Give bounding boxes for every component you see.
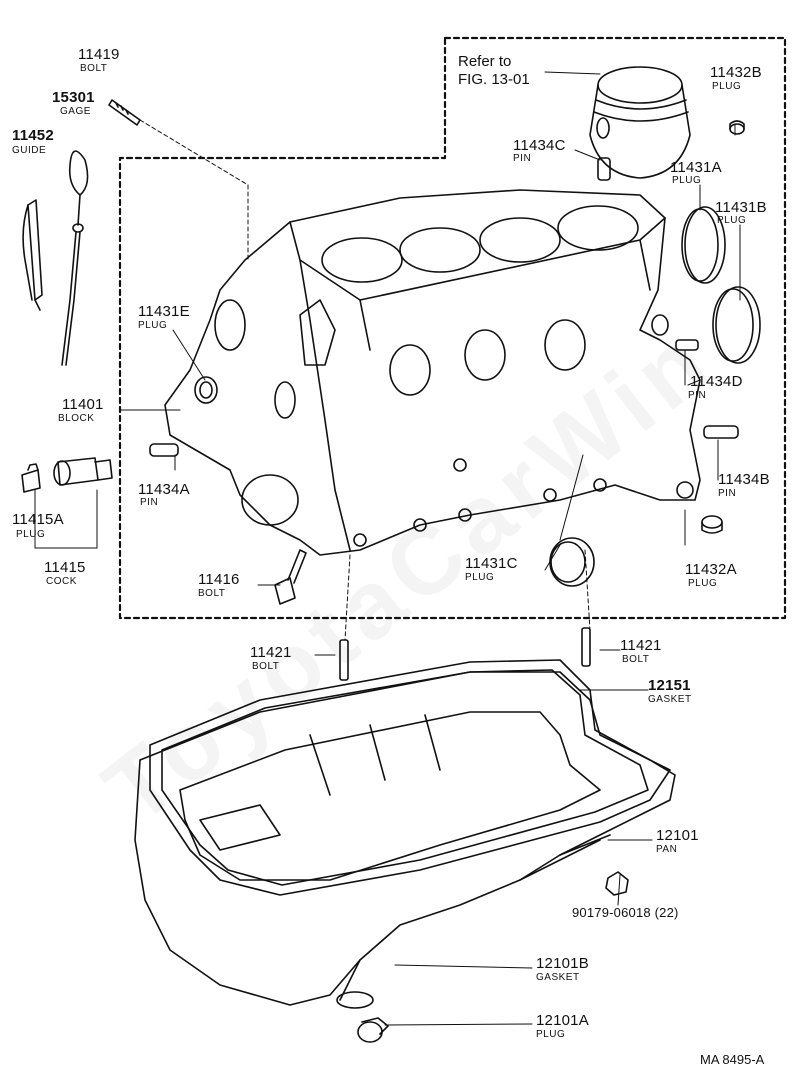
callout-11431B-name: PLUG <box>717 215 747 226</box>
dipstick-guide <box>22 199 43 311</box>
stud-bolt-11421-left <box>339 639 349 681</box>
dipstick-gage <box>61 150 89 366</box>
plug-11431C <box>549 537 595 587</box>
callout-11434A-name: PIN <box>140 497 159 508</box>
cylinder-block <box>164 189 701 556</box>
pin-11434A <box>149 443 179 457</box>
callout-11416-name: BOLT <box>198 588 226 599</box>
plug-11431B <box>712 286 761 364</box>
drain-plug-12101A <box>357 1017 389 1043</box>
callout-11434C-name: PIN <box>513 153 532 164</box>
pin-11434B <box>703 425 739 439</box>
drain-cock-11415 <box>53 457 113 486</box>
plug-11431E <box>194 376 218 404</box>
callout-11401-number: 11401 <box>62 396 104 413</box>
plug-11431A <box>681 206 726 284</box>
callout-15301-name: GAGE <box>60 106 91 117</box>
callout-11431E-name: PLUG <box>138 320 168 331</box>
callout-12101A-number: 12101A <box>536 1012 589 1029</box>
piston <box>589 66 691 179</box>
callout-11421-left-number: 11421 <box>250 644 292 661</box>
callout-11431C-number: 11431C <box>465 555 518 572</box>
callout-11434B-name: PIN <box>718 488 737 499</box>
callout-12101B-name: GASKET <box>536 972 580 983</box>
plug-11415A <box>21 463 41 493</box>
callout-11434A-number: 11434A <box>138 481 190 498</box>
callout-11434C-number: 11434C <box>513 137 566 154</box>
callout-11415A-number: 11415A <box>12 511 64 528</box>
callout-11431B-number: 11431B <box>715 199 767 216</box>
callout-11415-number: 11415 <box>44 559 86 576</box>
callout-11432A-name: PLUG <box>688 578 718 589</box>
callout-11419-name: BOLT <box>80 63 108 74</box>
drain-gasket-12101B <box>336 991 374 1009</box>
callout-11432B-number: 11432B <box>710 64 762 81</box>
refer-text-line1: Refer to <box>458 53 512 70</box>
plug-11432B <box>729 120 745 135</box>
plug-11432A <box>701 515 723 534</box>
callout-11421-left-name: BOLT <box>252 661 280 672</box>
stud-bolt-11419 <box>108 99 141 126</box>
callout-11431A-number: 11431A <box>670 159 722 176</box>
assembly-frame <box>118 36 787 620</box>
callout-11419-number: 11419 <box>78 46 120 63</box>
refer-text-line2: FIG. 13-01 <box>458 71 530 88</box>
callout-11452-name: GUIDE <box>12 145 47 156</box>
callout-11431A-name: PLUG <box>672 175 702 186</box>
callout-90179-number: 90179-06018 (22) <box>572 905 679 920</box>
callout-12101-number: 12101 <box>656 827 699 844</box>
oil-pan <box>134 671 676 1006</box>
callout-12151-name: GASKET <box>648 694 692 705</box>
callout-11415A-name: PLUG <box>16 529 46 540</box>
callout-12101-name: PAN <box>656 844 678 855</box>
callout-11434B-number: 11434B <box>718 471 770 488</box>
callout-11434D-number: 11434D <box>690 373 743 390</box>
leader-lines <box>34 71 741 1026</box>
callout-11452-number: 11452 <box>12 127 54 144</box>
callout-11421-right-number: 11421 <box>620 637 662 654</box>
callout-11416-number: 11416 <box>198 571 240 588</box>
callout-11415-name: COCK <box>46 576 77 587</box>
callout-15301-number: 15301 <box>52 89 95 106</box>
callout-11431C-name: PLUG <box>465 572 495 583</box>
callout-12101A-name: PLUG <box>536 1029 566 1040</box>
callout-11421-right-name: BOLT <box>622 654 650 665</box>
bolt-11416 <box>274 549 307 605</box>
oil-pan-gasket <box>149 659 671 896</box>
pin-11434D <box>675 339 699 351</box>
callout-11401-name: BLOCK <box>58 413 95 424</box>
figure-code: MA 8495-A <box>700 1052 765 1067</box>
pan-bolt-90179 <box>605 871 629 896</box>
piston-pin <box>597 157 611 181</box>
callout-11432A-number: 11432A <box>685 561 737 578</box>
callout-12101B-number: 12101B <box>536 955 589 972</box>
callout-11431E-number: 11431E <box>138 303 190 320</box>
callout-11434D-name: PIN <box>688 390 707 401</box>
callout-12151-number: 12151 <box>648 677 691 694</box>
callout-11432B-name: PLUG <box>712 81 742 92</box>
stud-bolt-11421-right <box>581 627 591 667</box>
